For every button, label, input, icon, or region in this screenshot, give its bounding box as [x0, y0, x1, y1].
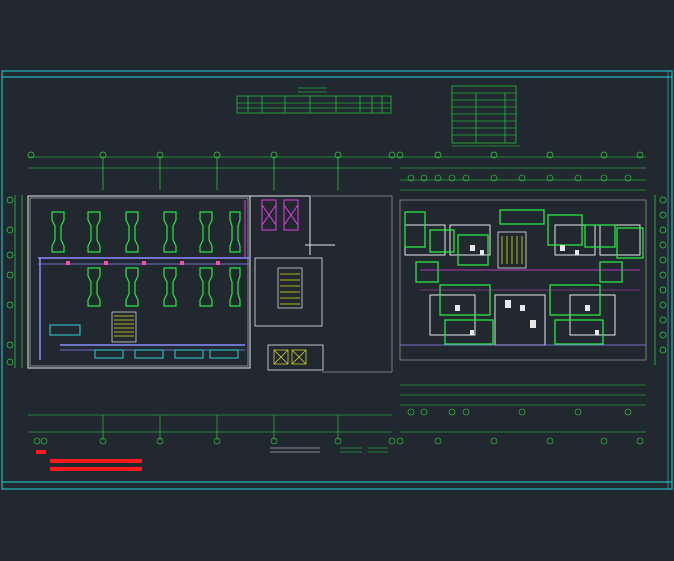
red-bar-upper [50, 459, 142, 463]
right-stair-core [497, 231, 527, 269]
right-equipment-green [404, 209, 644, 345]
left-axis-bubbles [6, 195, 23, 368]
right-duct-lines [400, 269, 646, 346]
red-legend-bars [36, 450, 142, 471]
red-bar-lower [50, 467, 142, 471]
right-axis-bubbles [654, 195, 667, 365]
red-marker-small [36, 450, 46, 454]
schedule-table-right [451, 85, 520, 147]
equipment-row-bottom [87, 267, 241, 307]
top-dimension-line [28, 156, 646, 169]
shaft-risers [261, 199, 299, 231]
lower-equipment [49, 324, 239, 359]
stair-core [273, 267, 307, 365]
duct-markers [66, 261, 220, 265]
stair-left [111, 311, 137, 343]
schedule-table-left [236, 87, 392, 114]
bottom-dimensions [28, 384, 646, 445]
right-building-walls [399, 199, 647, 361]
outer-frame [1, 70, 673, 490]
bottom-center-notes [270, 447, 388, 453]
drawing-frame [1, 70, 673, 490]
top-axis-bubbles [27, 151, 644, 190]
left-building-walls [27, 195, 393, 373]
right-interior-blocks [455, 245, 599, 335]
right-top-dimensions [400, 174, 646, 191]
equipment-row-top [51, 211, 241, 253]
